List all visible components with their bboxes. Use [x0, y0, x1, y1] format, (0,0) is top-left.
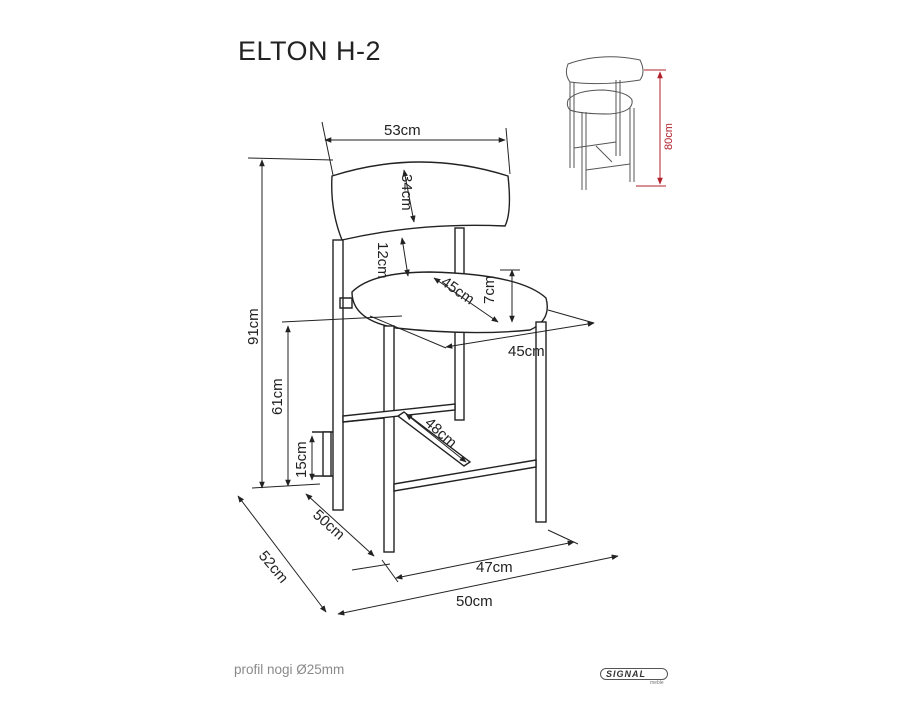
footrest-bar	[393, 459, 537, 492]
dim-base-depth-line	[237, 495, 327, 613]
leg-profile-note: profil nogi Ø25mm	[234, 662, 345, 677]
dim-backrest-height-line	[402, 169, 416, 223]
label-leg-depth: 50cm	[309, 506, 348, 543]
label-footrest-height: 15cm	[293, 441, 310, 478]
label-total-height: 91cm	[245, 308, 262, 345]
side-stretcher	[342, 403, 456, 423]
label-backrest-height: 34cm	[398, 174, 415, 211]
thumbnail-chair	[565, 56, 644, 190]
chair-outline	[312, 161, 548, 553]
label-thumbnail-height: 80cm	[663, 123, 675, 150]
brand-name: SIGNAL	[606, 669, 647, 679]
label-seat-thickness: 7cm	[481, 276, 498, 304]
label-leg-width: 47cm	[476, 559, 513, 576]
label-backrest-width: 53cm	[384, 122, 421, 139]
dim-footrest-width-line	[405, 413, 467, 463]
backrest	[331, 161, 511, 241]
dim-seat-width-line	[445, 321, 595, 349]
dim-base-width-line	[337, 554, 619, 616]
dim-gap-line	[400, 237, 410, 277]
label-base-width: 50cm	[456, 593, 493, 610]
brand-logo: SIGNAL meble	[600, 668, 670, 688]
front-leg-left	[383, 325, 395, 553]
label-seat-width: 45cm	[508, 343, 545, 360]
thumbnail-dim	[636, 69, 666, 187]
back-leg-left	[332, 239, 344, 511]
label-gap: 12cm	[374, 242, 391, 279]
label-seat-height: 61cm	[269, 378, 286, 415]
brand-sub: meble	[650, 680, 664, 686]
product-title: ELTON H-2	[238, 36, 382, 66]
label-base-depth: 52cm	[255, 548, 292, 587]
dim-seat-depth-line	[433, 277, 499, 323]
